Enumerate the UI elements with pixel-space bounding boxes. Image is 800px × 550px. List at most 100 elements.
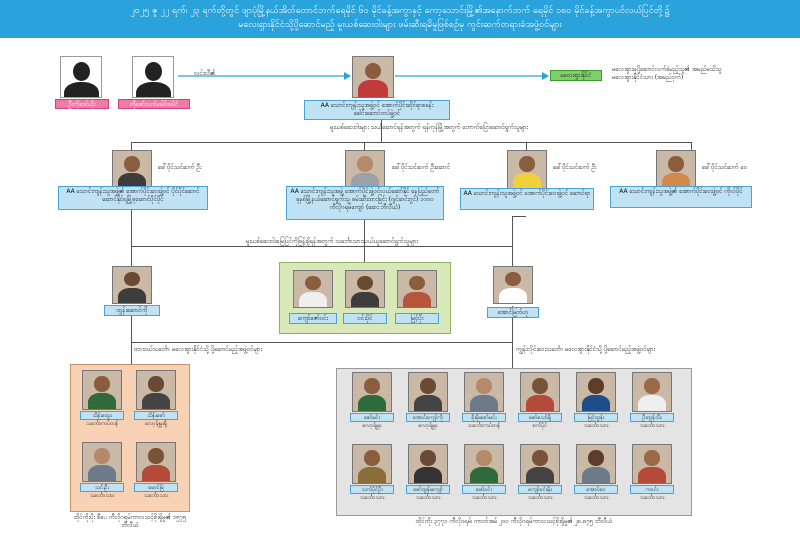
left-group-heading: ထားဝယ်သင်္ဘော မလေးရှားနိုင်ငံသို့ ပို့ဆေ…	[134, 346, 262, 353]
malaysia-tag: မလေးရှားနိုင်ငံ	[550, 70, 602, 81]
member-role: စက်ပိုင်	[532, 423, 548, 429]
member-photo	[464, 372, 504, 412]
row2-tag-2: ခေါ်ပိုင်သင်ဆက် ဦးဆောင်	[392, 164, 451, 171]
member-role: သင်္ဘောသား	[583, 495, 609, 501]
right-group-footer-text: ထိုင်ကိုး ၃၇၇၁ ကီလိုဂရမ်၊ ကာတ်အမ် ၂၀၀ ကီ…	[415, 518, 613, 525]
group3-label-1: ကျော်ဇော်ဝင်း	[289, 313, 337, 324]
member-photo	[520, 372, 560, 412]
member-name: သိန်းထွေး	[80, 411, 124, 420]
malaysia-note-text: မလေးရှားမှပို့ဆောင်လက်ခံမည့်သူ၏ အမည်မသိသ…	[612, 66, 722, 81]
member-name: သင်းဦး	[80, 483, 124, 492]
row2-tag-3: ခေါ်ပိုင်သင်ဆက် ဦး	[553, 164, 597, 171]
member-role: သင်္ဘောသား	[143, 493, 169, 499]
captain-down	[512, 306, 513, 368]
unknown-person-2-icon	[132, 56, 174, 98]
group3-label-3: မြင့်ပိုး	[395, 313, 439, 324]
partner-text: လင်းလီ၏	[194, 70, 216, 77]
member-name: ကျော်ဝင်းမိုး	[518, 485, 562, 494]
left-down	[131, 210, 132, 272]
row2-photo-1	[112, 150, 152, 190]
group3-photo-1	[293, 270, 333, 308]
row2-caption-2: AA သောင်းကျန်းသူအဖွဲ့ အောက်ပိုင်းဖွဲ့ဝင်…	[286, 186, 444, 220]
member-name: အောင်ကျော်ကို	[406, 413, 450, 422]
row2-photo-3	[507, 150, 547, 190]
leader-caption: AA သောင်းကျန်းသူအဖွဲ့ဝင် အောက်ပိုင်းဆိုင…	[304, 100, 450, 120]
member-photo	[520, 444, 560, 484]
banner-line-1: ၂၀၂၅ ဇူ ၂၂ ရက်၊ ၂၃ ရက်တို့တွင် ဖျာပုံမြိ…	[130, 6, 670, 16]
member-name: မြင့်ထွန်း	[574, 413, 618, 422]
member-photo	[576, 444, 616, 484]
group3-photo-2	[345, 270, 385, 308]
member-role: သင်္ဘောသား	[527, 495, 553, 501]
row2-bar	[131, 142, 691, 143]
member-name: သိန်းဇော်	[134, 411, 178, 420]
title-banner: ၂၀၂၅ ဇူ ၂၂ ရက်၊ ၂၃ ရက်တို့တွင် ဖျာပုံမြိ…	[0, 0, 800, 38]
left-group-footer: ထိုင်ကိုးပိုး စီပေ ကီလိုဂရမ်ကာလသင့်စိုးရ…	[70, 514, 190, 530]
member-name: ဇော်သော်ရှိ	[518, 413, 562, 422]
malaysia-note: မလေးရှားမှပို့ဆောင်လက်ခံမည့်သူ၏ အမည်မသိသ…	[612, 66, 722, 82]
row2-caption-3: AA သောင်းကျန်းသူအဖွဲ့ဝင် အောက်ပိုင်းဝေးဖ…	[460, 188, 594, 210]
split-bar	[131, 342, 512, 343]
unknown-person-1-icon	[60, 56, 102, 98]
member-name: ဦးတွန်သီး	[630, 413, 674, 422]
member-name: ကဝင်း	[630, 485, 674, 494]
right-link-h	[512, 216, 526, 217]
drop-2	[364, 142, 365, 152]
member-name: ဇော်မင်း	[350, 413, 394, 422]
row2-caption-1: AA သောင်းကျန်းသူအဖွဲ့၏ အောက်ပိုင်းဝေးဖွဲ…	[58, 186, 208, 210]
member-photo	[352, 444, 392, 484]
trunk-line	[381, 112, 382, 142]
unknown-person-1-label: ဦးကိုဆင်ဟိုး	[55, 99, 109, 109]
member-name: အောင်ဝေ	[574, 485, 618, 494]
group3-label-2: ဝင်းပိုင်	[343, 313, 387, 324]
drop-4	[691, 142, 692, 152]
group3-photo-3	[397, 270, 437, 308]
member-photo	[632, 444, 672, 484]
member-role: သင်္ဘောကပ်တန်	[467, 423, 501, 429]
right-link	[512, 216, 513, 266]
member-role: သင်္ဘောကပ်တန်	[85, 421, 119, 427]
member-role: သင်္ဘောသား	[639, 495, 665, 501]
right-group-heading: ကျွန်းလိုင်းဝေးသင်္ဘော မလေးရှားနိုင်ငံသိ…	[516, 346, 656, 353]
captain-photo	[493, 266, 533, 304]
row2-photo-4	[656, 150, 696, 190]
member-photo	[632, 372, 672, 412]
member-role: သင်္ဘောသား	[639, 423, 665, 429]
member-photo	[136, 442, 176, 482]
mid-bar	[131, 246, 513, 247]
right-group-footer: ထိုင်ကိုး ၃၇၇၁ ကီလိုဂရမ်၊ ကာတ်အမ် ၂၀၀ ကီ…	[336, 518, 692, 526]
drop-3	[526, 142, 527, 152]
banner-line-2: မလေးရှားနိုင်ငံသို့ပို့ဆောင်မည့် မူးယစ်ဆ…	[238, 20, 562, 30]
member-role: လော့ခ်ျမှုးရှိ	[144, 421, 168, 427]
member-photo	[352, 372, 392, 412]
left-group-footer-text: ထိုင်ကိုးပိုး စီပေ ကီလိုဂရမ်ကာလသင့်စိုးရ…	[73, 514, 187, 529]
mid-down	[364, 220, 365, 262]
member-name: စိုးမိုးဇော်မင်း	[462, 413, 506, 422]
branch-note: မူးယစ်ဆေးဝါးများ သယ်ဆောင်ရန်အတွက် ရန်ကုန…	[330, 124, 529, 131]
member-photo	[82, 370, 122, 410]
row2-tag-1: ခေါ်ပိုင်သင်ဆက် ဦး	[158, 164, 202, 171]
member-photo	[82, 442, 122, 482]
member-photo	[136, 370, 176, 410]
member-photo	[576, 372, 616, 412]
member-role: သင်္ဘောသား	[471, 495, 497, 501]
member-role: သင်္ဘောသား	[583, 423, 609, 429]
member-name: ဖော်ဝင်း	[462, 485, 506, 494]
leader-photo	[352, 56, 394, 98]
member-name: မောင်မြဲ	[134, 483, 178, 492]
member-role: သင်္ဘောသား	[89, 493, 115, 499]
member-role: လော့ခ်ျမှုး	[418, 423, 438, 429]
boat-down	[131, 316, 132, 366]
unknown-person-2-label: ကိုဇော်သက်ခေါင်ခေါင်	[118, 99, 190, 109]
row2-tag-4: ခေါ်ပိုင်သင်ဆက် ဝေ	[702, 164, 748, 171]
member-role: လော့ခ်ျမှုး	[362, 423, 382, 429]
row2-photo-2	[345, 150, 385, 190]
member-name: သက်ပိုင်ဦး	[350, 485, 394, 494]
member-name: ဇော်ထွန်းကျော်	[406, 485, 450, 494]
drop-1	[131, 142, 132, 152]
member-photo	[408, 444, 448, 484]
member-role: သင်္ဘောသား	[359, 495, 385, 501]
mid-note: မူးယစ်ဆေးဝါးမြေပြင်ကိုဖြန့်ချိရန်အတွက် သ…	[246, 238, 418, 245]
captain-label: အောင်မြတ်ဟု	[487, 307, 539, 318]
